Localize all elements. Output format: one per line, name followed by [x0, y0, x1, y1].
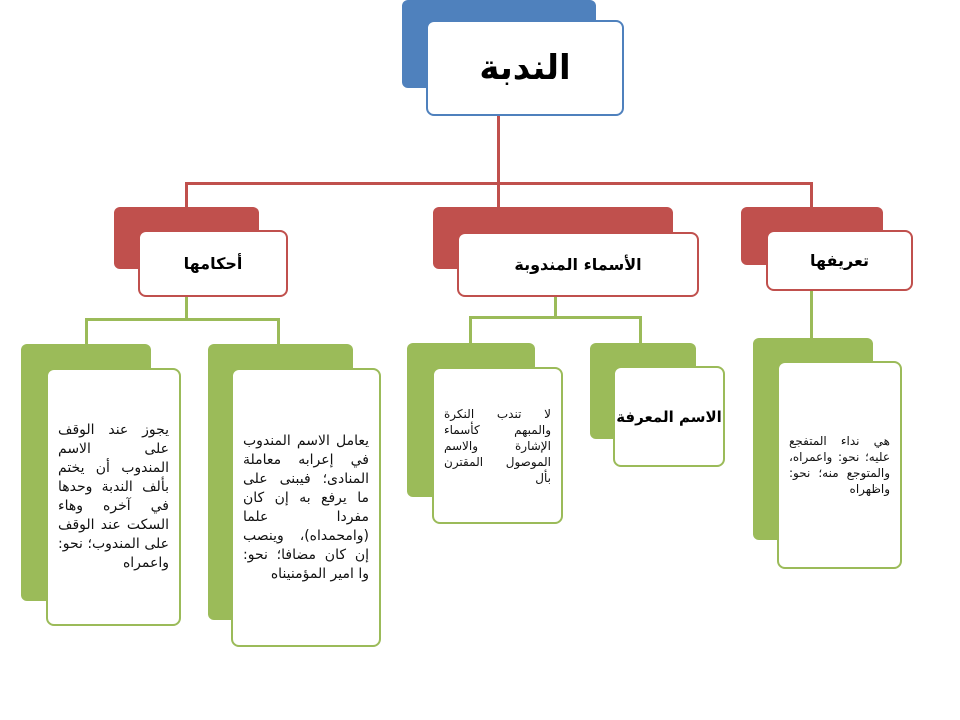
- leaf-text: الاسم المعرفة: [616, 407, 722, 426]
- connector-ahkamuha: [185, 182, 188, 230]
- leaf-text: لا تندب النكرة والمبهم كأسماء الإشارة وا…: [444, 406, 551, 485]
- category-ahkamuha: أحكامها: [138, 230, 288, 297]
- leaf-waqf: يجوز عند الوقف على الاسم المندوب أن يختم…: [46, 368, 181, 626]
- connector-leaf-waqf: [85, 318, 88, 346]
- root-connector-vertical: [497, 116, 500, 184]
- connector-asma-down: [554, 296, 557, 318]
- leaf-text: يعامل الاسم المندوب في إعرابه معاملة الم…: [243, 432, 369, 582]
- connector-ahkamuha-down: [185, 296, 188, 320]
- leaf-text: يجوز عند الوقف على الاسم المندوب أن يختم…: [58, 422, 169, 571]
- leaf-nida: هي نداء المتفجع عليه؛ نحو: واعمراه، والم…: [777, 361, 902, 569]
- category-label: تعريفها: [809, 251, 870, 270]
- diagram-title: الندبة: [479, 48, 571, 88]
- category-asma: الأسماء المندوبة: [457, 232, 699, 297]
- connector-tarifuha-down: [810, 290, 813, 338]
- connector-asma-horizontal: [469, 316, 642, 319]
- category-label: أحكامها: [183, 254, 243, 273]
- connector-tarifuha: [810, 182, 813, 230]
- leaf-text: هي نداء المتفجع عليه؛ نحو: واعمراه، والم…: [789, 434, 890, 496]
- leaf-nakira: لا تندب النكرة والمبهم كأسماء الإشارة وا…: [432, 367, 563, 524]
- connector-ahkamuha-horizontal: [85, 318, 280, 321]
- connector-leaf-marifa: [639, 316, 642, 344]
- leaf-muamala: يعامل الاسم المندوب في إعرابه معاملة الم…: [231, 368, 381, 647]
- category-label: الأسماء المندوبة: [514, 255, 642, 274]
- root-node: الندبة: [426, 20, 624, 116]
- leaf-marifa: الاسم المعرفة: [613, 366, 725, 467]
- connector-leaf-nakira: [469, 316, 472, 344]
- category-tarifuha: تعريفها: [766, 230, 913, 291]
- connector-leaf-muamala: [277, 318, 280, 346]
